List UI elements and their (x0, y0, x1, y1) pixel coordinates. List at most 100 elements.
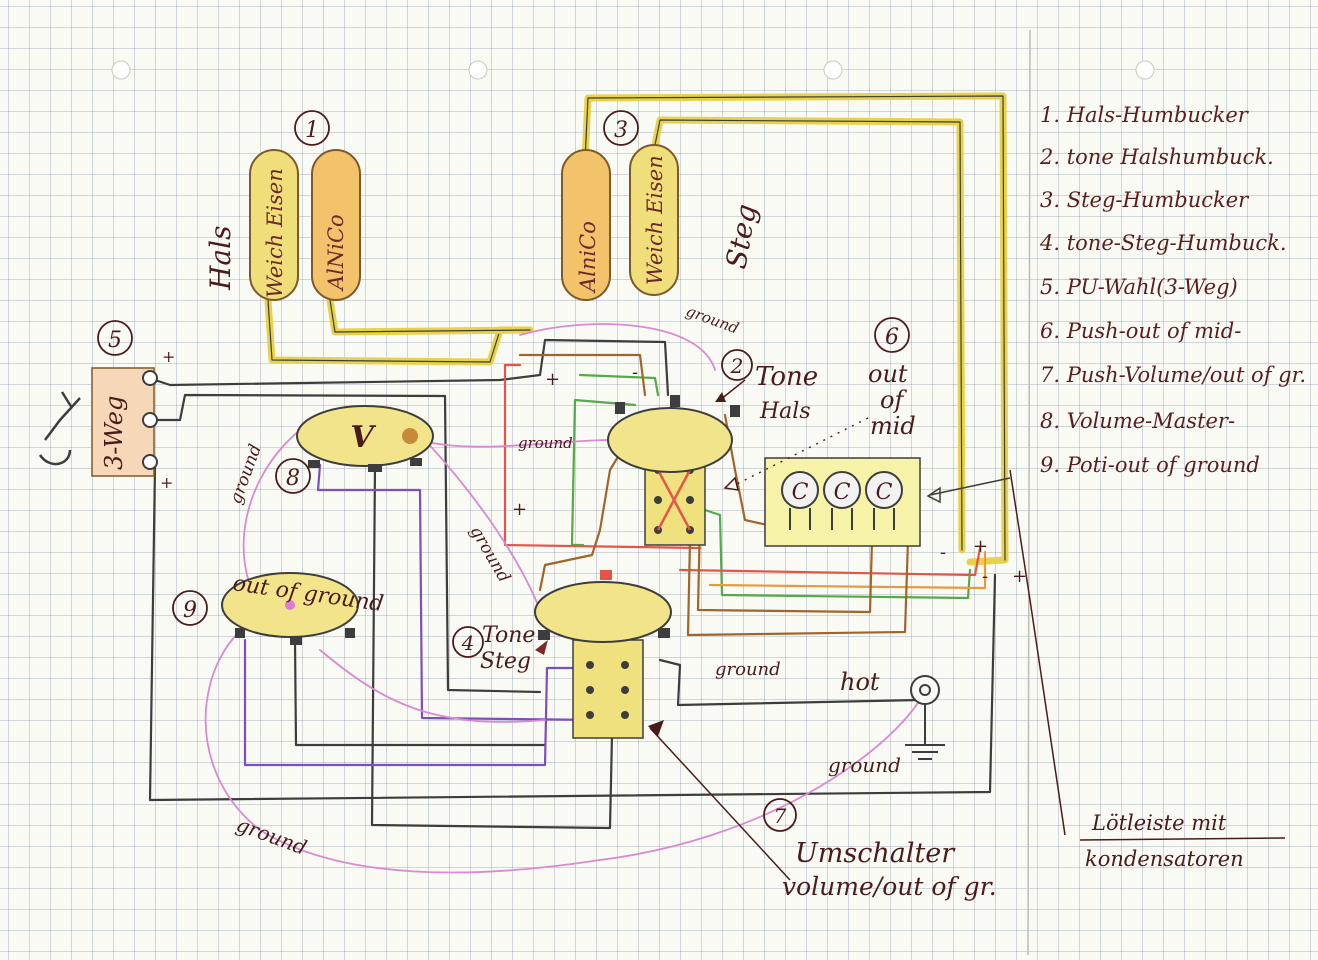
tone-neck-lug-1 (615, 402, 625, 414)
wire-purple-1 (316, 463, 602, 722)
output-jack: hot ground (828, 668, 945, 777)
wire-black-bridge-loop (584, 95, 1006, 561)
wire-black-ground-pot (293, 638, 547, 747)
neck-number: 1 (305, 118, 319, 143)
bridge-pickup: AlniCo Weich Eisen Steg 3 (561, 110, 763, 301)
legend: 1. Hals-Humbucker 2. tone Halshumbuck. 3… (1039, 103, 1306, 477)
capacitor-arrow-icon (926, 486, 941, 504)
terminal-pointer (1009, 469, 1066, 836)
wire-pink-tone-steg (424, 439, 541, 611)
out-of-mid-pointer (734, 417, 869, 486)
tone-bridge-lug-3 (658, 628, 670, 638)
out-of-mid-line-1: out (868, 360, 908, 388)
push-switch-pointer (649, 727, 791, 881)
wire-black-switch-top (153, 338, 670, 397)
ground-label-mid: ground (466, 523, 514, 587)
out-of-mid-number: 6 (885, 325, 899, 350)
out-of-mid-arrow-icon (723, 476, 740, 491)
fold-line (1027, 29, 1031, 956)
minus-label-1: - (632, 362, 638, 383)
plus-label-3: + (1012, 566, 1027, 587)
tone-bridge-switch-lugs (586, 661, 629, 719)
wire-green-3 (578, 373, 660, 397)
capacitor-2 (823, 471, 861, 509)
tone-bridge-number-circle (452, 626, 484, 658)
switch-lever-icon (38, 391, 81, 466)
out-of-ground-number-circle (172, 590, 208, 626)
capacitor-1-label: C (792, 480, 809, 505)
legend-item-7: 7. Push-Volume/out of gr. (1040, 363, 1306, 387)
wires (148, 92, 1009, 874)
wire-red-1 (503, 363, 702, 550)
neck-coil-a (249, 149, 299, 301)
volume-number: 8 (286, 466, 300, 491)
neck-coil-b-label: AlNiCo (324, 214, 348, 292)
plus-label-2: + (512, 499, 527, 520)
plus-label-1: + (545, 369, 560, 390)
tone-neck-arrow-head-icon (715, 392, 726, 402)
switch-lug-2 (142, 412, 158, 428)
push-switch-arrow-icon (648, 720, 664, 736)
three-way-switch: 3-Weg 5 + + (38, 320, 175, 492)
wire-black-switch-mid (153, 393, 542, 694)
tone-bridge-lug-1 (538, 630, 550, 640)
neck-pickup-label: Hals (204, 226, 237, 291)
tone-bridge-switch-block (572, 639, 644, 739)
out-of-mid-number-circle (874, 317, 910, 353)
volume-pot-body (296, 405, 434, 467)
tone-bridge-arrow-icon (535, 640, 548, 655)
legend-item-6: 6. Push-out of mid- (1040, 319, 1241, 343)
wire-pink-top (519, 323, 716, 371)
tone-bridge-pot-body (534, 581, 672, 643)
legend-item-2: 2. tone Halshumbuck. (1039, 145, 1274, 169)
bridge-coil-b-label: Weich Eisen (643, 155, 667, 285)
out-of-ground-center (285, 600, 295, 610)
tone-bridge-label-1: Tone (482, 623, 535, 648)
wire-yellow-neck-2 (326, 296, 534, 336)
wire-black-ground-bus (148, 463, 997, 802)
tone-neck-number: 2 (730, 354, 744, 378)
neck-coil-a-label: Weich Eisen (263, 168, 287, 298)
tone-neck-label-2: Hals (759, 399, 811, 424)
volume-solder-point (402, 428, 418, 444)
tone-neck-label-1: Tone (755, 362, 818, 392)
out-of-ground-lug-3 (345, 628, 355, 638)
wire-brown-2 (538, 443, 627, 592)
jack-hot-label: hot (840, 668, 880, 696)
volume-pot: V 8 (275, 405, 434, 494)
tone-neck-arrow (719, 379, 746, 401)
out-of-mid-line-2: of (880, 386, 907, 414)
ground-label-loop: ground (233, 812, 310, 860)
wire-green-1 (570, 398, 637, 547)
neck-pickup: Weich Eisen AlNiCo Hals 1 (204, 110, 361, 301)
tone-neck-number-circle (721, 349, 753, 381)
wire-brown-4 (686, 538, 910, 637)
volume-number-circle (275, 458, 311, 494)
switch-plus-top: + (162, 347, 175, 366)
switch-number-circle (97, 320, 133, 356)
capacitor-legs (789, 508, 895, 530)
bridge-coil-a (561, 149, 611, 301)
capacitor-strip: C C C (764, 457, 1011, 547)
tone-neck-pot: 2 Tone Hals (607, 349, 818, 546)
tone-neck-cross-wires (656, 469, 692, 531)
volume-mark: V (350, 420, 376, 455)
tone-bridge-lug-2 (600, 570, 612, 580)
switch-number: 5 (108, 328, 122, 353)
capacitor-2-label: C (834, 480, 851, 505)
legend-item-1: 1. Hals-Humbucker (1040, 103, 1250, 127)
neck-number-circle (294, 110, 330, 146)
wire-black-bridge-loop-2 (654, 119, 963, 551)
wire-brown-1 (518, 353, 647, 397)
tone-neck-lug-3 (730, 405, 740, 417)
out-of-mid-label: 6 out of mid (723, 317, 916, 491)
out-of-mid-line-3: mid (870, 412, 916, 440)
push-switch-number-circle (763, 798, 797, 832)
out-of-ground-number: 9 (183, 598, 197, 623)
jack-inner (919, 684, 931, 696)
tone-neck-lug-2 (670, 395, 680, 407)
capacitor-strip-pointer (929, 477, 1011, 496)
push-switch-line-2: volume/out of gr. (782, 872, 997, 901)
tone-bridge-label-2: Steg (480, 649, 531, 674)
